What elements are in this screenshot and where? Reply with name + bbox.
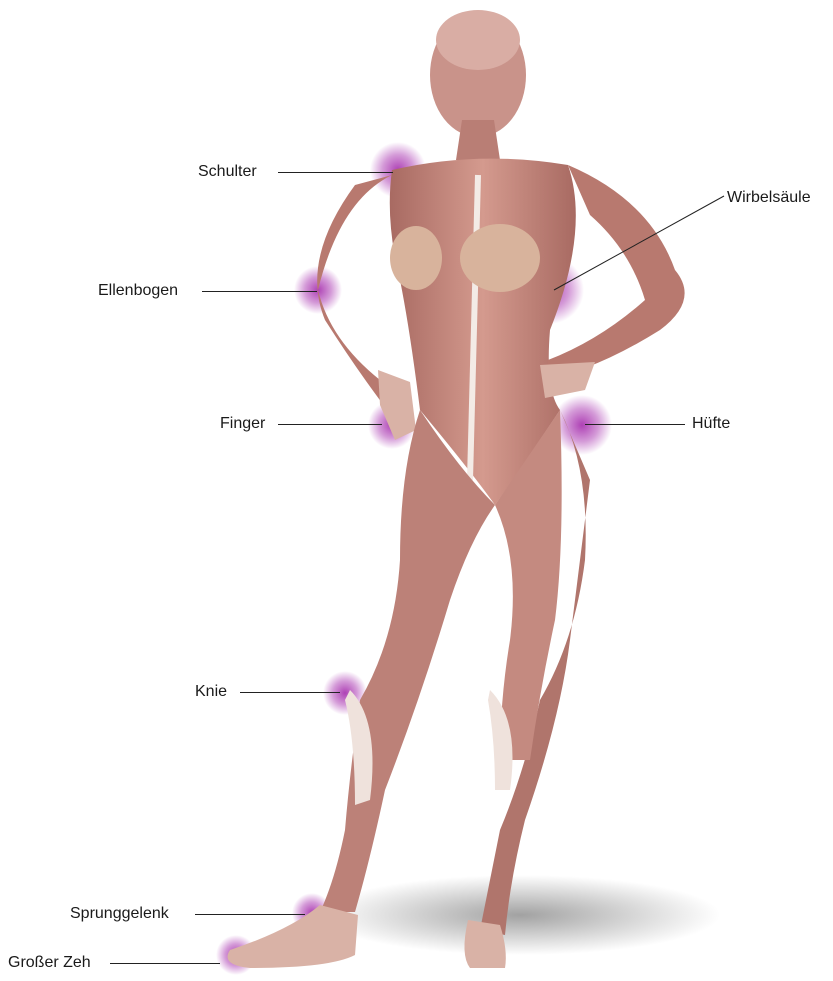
sprunggelenk-label: Sprunggelenk <box>70 905 169 923</box>
grosser-zeh-label: Großer Zeh <box>8 954 91 972</box>
finger-label: Finger <box>220 415 265 433</box>
wirbelsaeule-label: Wirbelsäule <box>727 189 811 207</box>
schulter-label: Schulter <box>198 163 257 181</box>
ellenbogen-label: Ellenbogen <box>98 282 178 300</box>
knie-label: Knie <box>195 683 227 701</box>
huefte-label: Hüfte <box>692 415 730 433</box>
